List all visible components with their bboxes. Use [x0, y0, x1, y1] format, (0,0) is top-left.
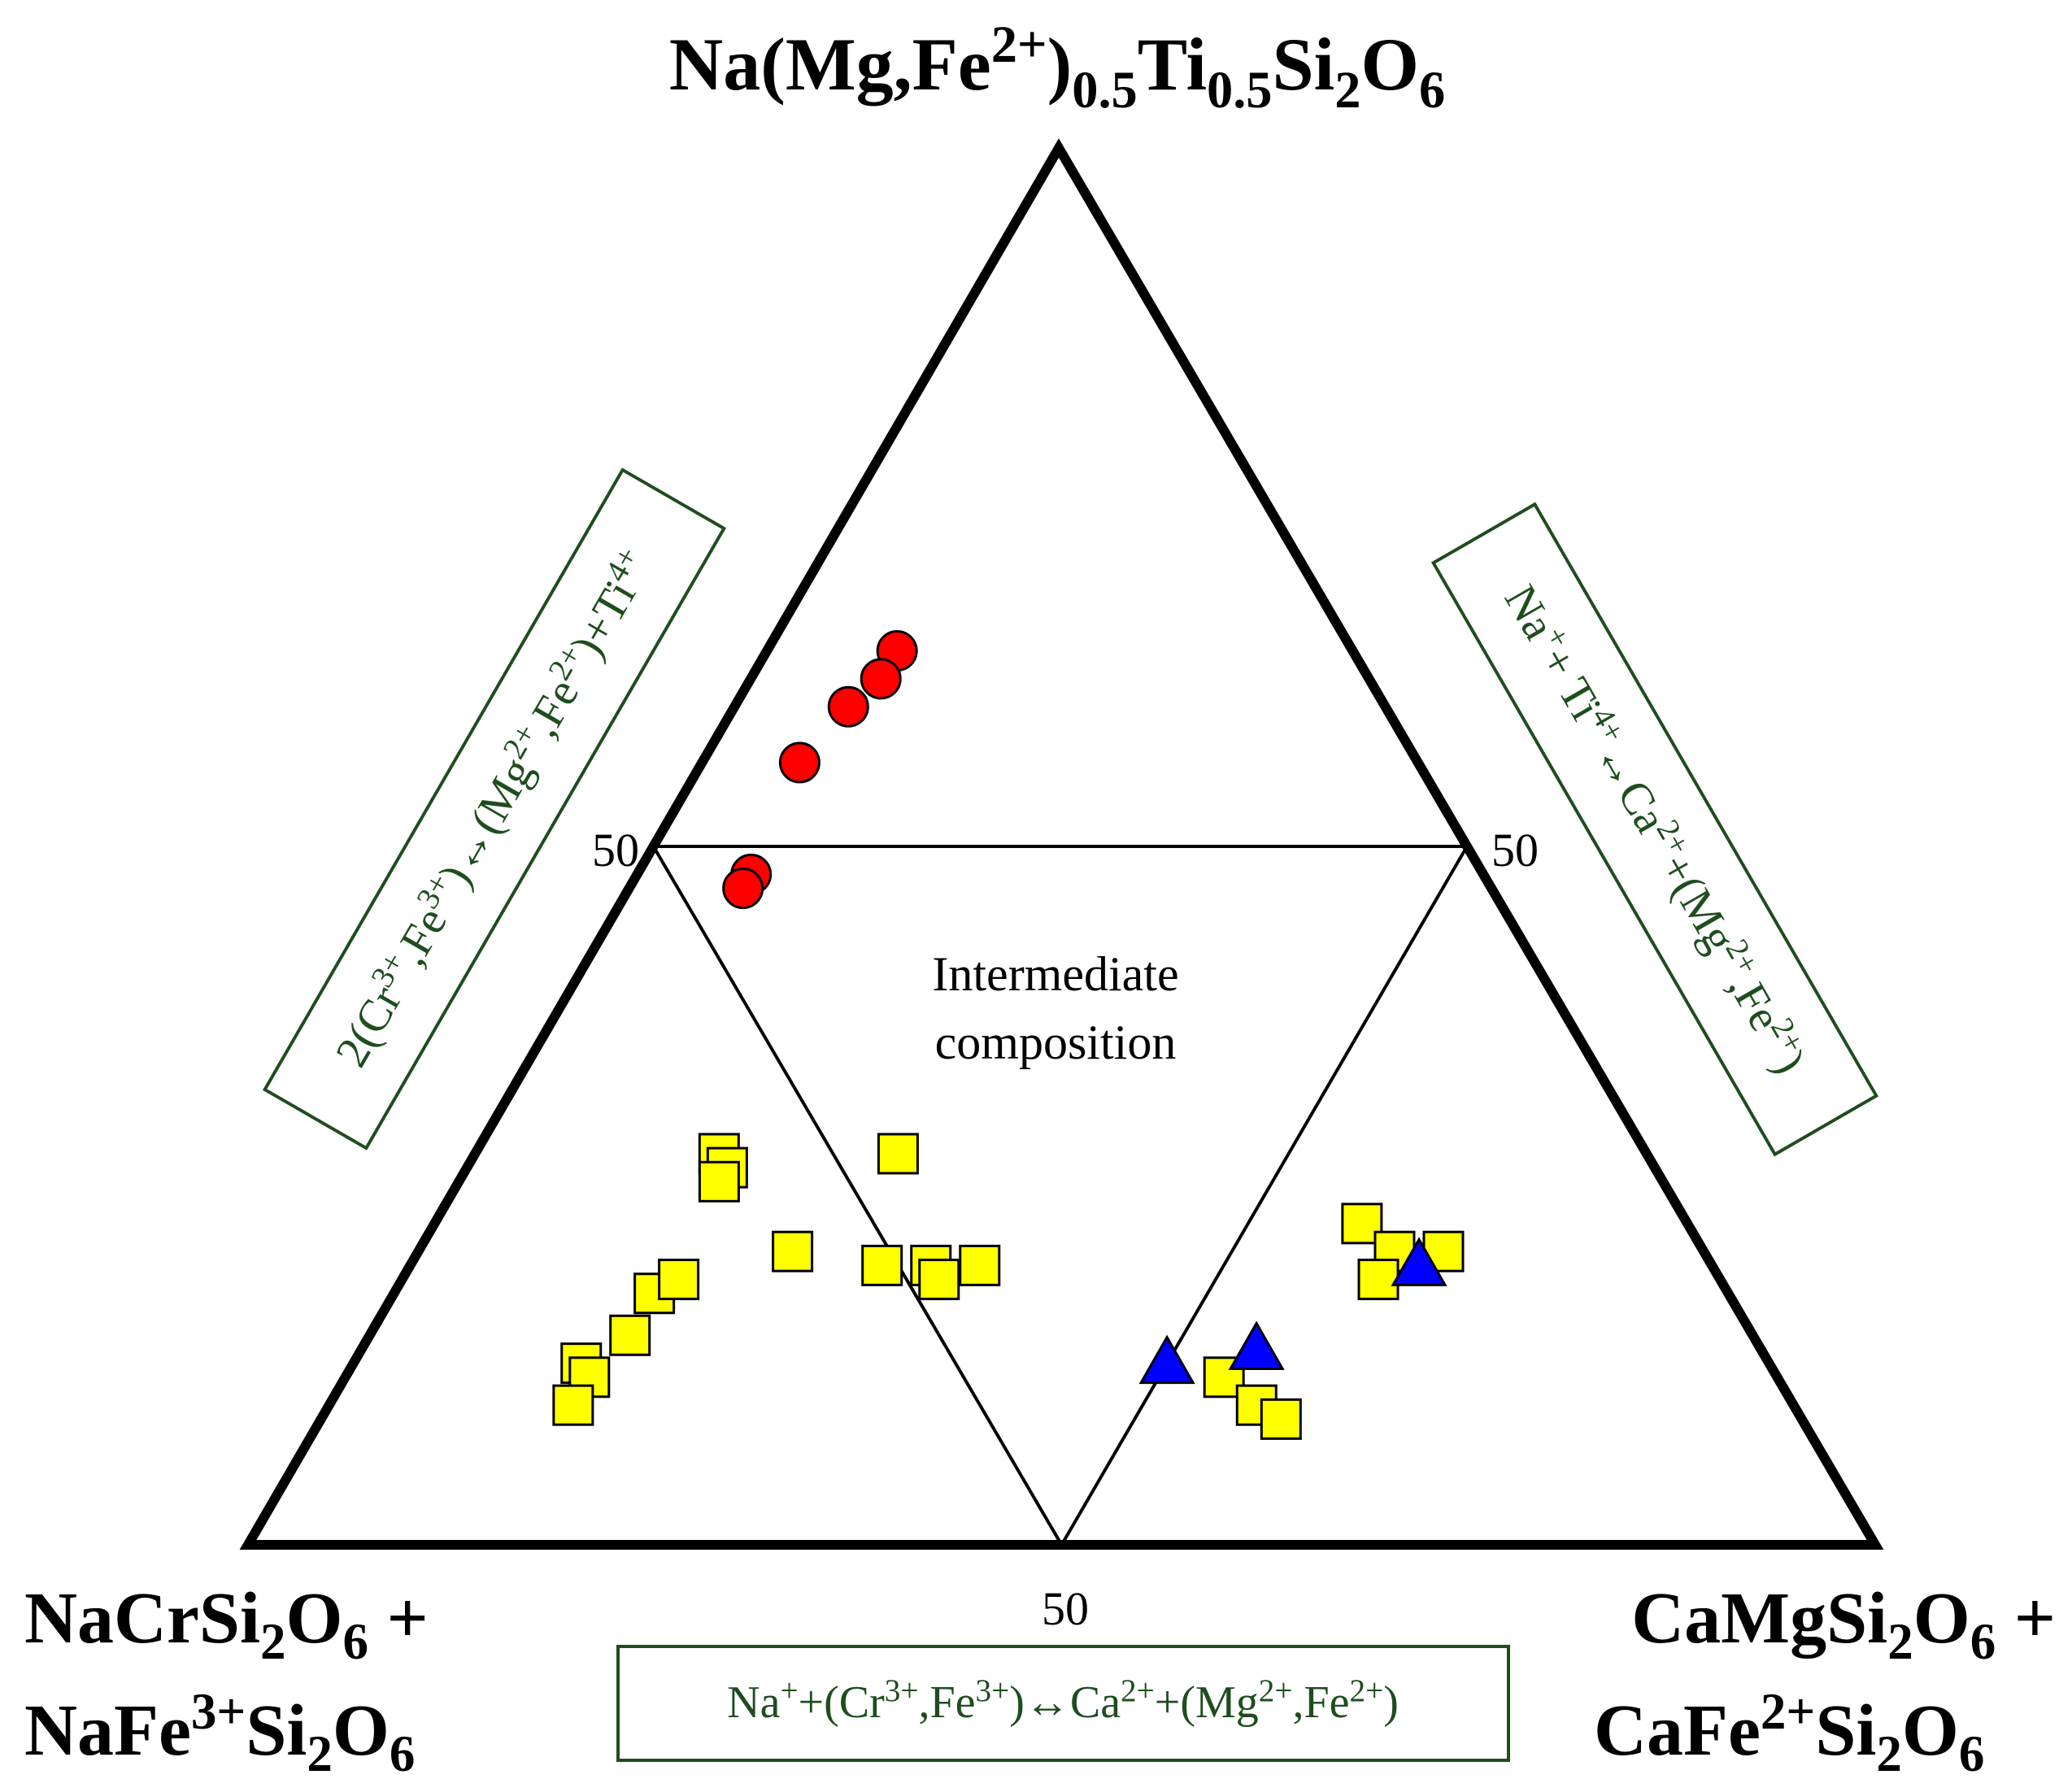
- top-vertex-sub-2: 0.5: [1207, 61, 1273, 119]
- bottom-box-sup-4: 2+: [1121, 1673, 1155, 1708]
- top-vertex-sub-3: 2: [1334, 61, 1360, 119]
- circle-point-6: [722, 868, 764, 910]
- right-vertex-plus: +: [1996, 1578, 2056, 1659]
- square-point-15: [552, 1384, 594, 1426]
- square-point-22: [1260, 1398, 1302, 1440]
- left-vertex-sub-2: 6: [343, 1613, 369, 1670]
- bottom-box-sup-6: 2+: [1349, 1673, 1383, 1708]
- bottom-box-part-3: ,Fe: [918, 1677, 975, 1728]
- square-point-12: [609, 1314, 651, 1356]
- left-vertex-part-4: Si: [246, 1690, 307, 1771]
- square-point-6: [861, 1244, 903, 1286]
- bottom-box-sup-1: +: [780, 1673, 798, 1708]
- right-vertex-sub-1: 2: [1887, 1613, 1913, 1670]
- right-vertex-part-5: O: [1902, 1690, 1959, 1771]
- left-vertex-part-3: NaFe: [24, 1690, 191, 1771]
- right-box-border: [1430, 502, 1879, 1157]
- right-vertex-sub-2: 6: [1970, 1613, 1996, 1670]
- left-vertex-label-line-2: NaFe3+Si2O6: [24, 1683, 415, 1782]
- inner-left-line: [651, 845, 1064, 1546]
- inner-right-line: [1060, 845, 1469, 1546]
- left-box-text: 2(Cr3+,Fe3+)↔(Mg2+,Fe2+)+Ti4+: [323, 541, 663, 1075]
- top-vertex-part-2: ): [1047, 23, 1073, 106]
- bottom-box-text: Na++(Cr3+,Fe3+)↔Ca2++(Mg2+,Fe2+): [727, 1673, 1399, 1728]
- left-vertex-part-1: NaCrSi: [24, 1578, 260, 1659]
- bottom-box-part-2: +(Cr: [799, 1677, 886, 1728]
- right-vertex-sub-4: 6: [1959, 1725, 1985, 1782]
- bottom-box-sup-3: 3+: [975, 1673, 1009, 1708]
- outer-triangle: [239, 138, 1884, 1550]
- right-vertex-label-line-1: CaMgSi2O6 +: [1631, 1578, 2056, 1670]
- right-vertex-label-line-2: CaFe2+Si2O6: [1594, 1683, 1984, 1782]
- left-box-part-1: 2(Cr: [326, 977, 411, 1075]
- circle-point-3: [827, 685, 869, 728]
- left-box-border: [262, 468, 727, 1150]
- right-vertex-part-1: CaMgSi: [1631, 1578, 1887, 1659]
- center-label-line-1: Intermediate: [932, 947, 1178, 1001]
- left-vertex-sup-1: 3+: [191, 1683, 246, 1740]
- top-vertex-sub-4: 6: [1419, 61, 1445, 119]
- left-substitution-box: 2(Cr3+,Fe3+)↔(Mg2+,Fe2+)+Ti4+: [262, 468, 727, 1150]
- top-vertex-part-3: Ti: [1138, 23, 1207, 106]
- right-edge-tick-label: 50: [1491, 824, 1539, 876]
- right-vertex-part-2: O: [1913, 1578, 1970, 1659]
- bottom-box-sup-5: 2+: [1259, 1673, 1293, 1708]
- square-point-4: [877, 1133, 919, 1175]
- bottom-box-part-4: )↔Ca: [1009, 1677, 1121, 1728]
- left-vertex-label-line-1: NaCrSi2O6 +: [24, 1578, 429, 1670]
- left-vertex-part-5: O: [333, 1690, 390, 1771]
- square-point-11: [658, 1259, 700, 1301]
- bottom-box-part-6: ,Fe: [1292, 1677, 1349, 1728]
- right-vertex-sup-1: 2+: [1761, 1683, 1815, 1740]
- triangle-point-3: [1138, 1334, 1195, 1385]
- square-point-5: [772, 1230, 814, 1272]
- top-vertex-part-4: Si: [1273, 23, 1335, 106]
- bottom-box-border: [616, 1645, 1510, 1762]
- left-vertex-part-2: O: [286, 1578, 343, 1659]
- right-vertex-part-3: CaFe: [1594, 1690, 1761, 1771]
- square-point-3: [698, 1160, 740, 1203]
- triangle-point-2: [1228, 1320, 1285, 1370]
- top-vertex-part-1: Na(Mg,Fe: [669, 23, 991, 106]
- left-vertex-sub-3: 2: [307, 1725, 333, 1782]
- bottom-box-sup-2: 3+: [885, 1673, 919, 1708]
- circle-point-4: [778, 742, 821, 784]
- square-point-9: [959, 1244, 1001, 1286]
- bottom-edge-tick-label: 50: [1042, 1582, 1089, 1635]
- square-point-18: [1357, 1259, 1399, 1301]
- inner-lines: [651, 845, 1469, 1546]
- left-edge-tick-label: 50: [592, 824, 639, 876]
- bottom-substitution-box: Na++(Cr3+,Fe3+)↔Ca2++(Mg2+,Fe2+): [616, 1645, 1510, 1762]
- left-vertex-plus: +: [368, 1578, 429, 1659]
- top-vertex-sup-1: 2+: [991, 15, 1047, 73]
- bottom-box-part-5: +(Mg: [1155, 1677, 1259, 1728]
- bottom-box-part-1: Na: [727, 1677, 780, 1728]
- bottom-box-part-7: ): [1383, 1677, 1399, 1728]
- data-points: [552, 629, 1465, 1440]
- right-vertex-sub-3: 2: [1876, 1725, 1902, 1782]
- right-box-text: Na++ Ti4+↔Ca2++(Mg2+,Fe2+): [1495, 575, 1819, 1082]
- top-vertex-sub-1: 0.5: [1072, 61, 1138, 119]
- circle-point-2: [860, 658, 902, 700]
- right-vertex-part-4: Si: [1815, 1690, 1876, 1771]
- top-vertex-label: Na(Mg,Fe2+)0.5Ti0.5Si2O6: [669, 15, 1445, 119]
- left-vertex-sub-4: 6: [390, 1725, 416, 1782]
- top-vertex-part-5: O: [1360, 23, 1419, 106]
- square-point-8: [918, 1259, 960, 1301]
- left-vertex-sub-1: 2: [260, 1613, 286, 1670]
- center-label-line-2: composition: [935, 1016, 1177, 1069]
- triangle-point-1: [1391, 1237, 1447, 1286]
